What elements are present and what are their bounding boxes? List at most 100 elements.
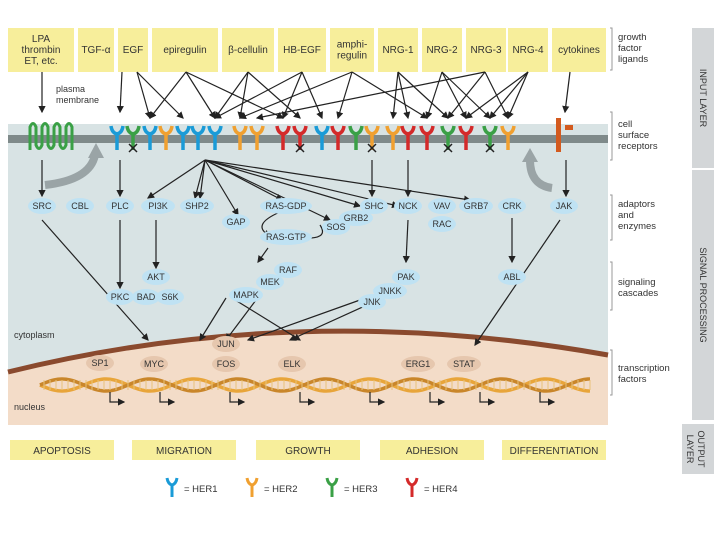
receptor-her1: [142, 125, 158, 150]
cytoplasm-label: cytoplasm: [14, 330, 55, 340]
node-pi3k: PI3K: [141, 198, 175, 214]
ligand-label: HB-EGF: [283, 45, 321, 56]
transactivation-arrow-right: [526, 159, 553, 192]
node-label: NCK: [398, 201, 417, 211]
arrow: [204, 159, 332, 221]
arrow: [246, 299, 361, 342]
node-label: JNK: [363, 297, 380, 307]
ligand-label: NRG-4: [512, 45, 544, 56]
legend-label: = HER2: [264, 484, 298, 495]
node-label: ABL: [503, 272, 520, 282]
arrow: [447, 71, 486, 119]
arrow: [214, 71, 249, 119]
signal-processing-text: SIGNAL PROCESSING: [698, 247, 708, 342]
transcription-arrow: [539, 392, 556, 406]
ligand-tgf: TGF-α: [78, 28, 114, 72]
node-pak: PAK: [392, 269, 420, 285]
node-label: AKT: [147, 272, 165, 282]
node-label: PAK: [397, 272, 414, 282]
receptor-her1: [207, 125, 223, 150]
node-jnk: JNK: [358, 294, 386, 310]
ligand-label: NRG-1: [382, 45, 414, 56]
node-grb2: GRB2: [339, 210, 373, 226]
output-migration: MIGRATION: [132, 440, 236, 460]
ligand-epiregulin: epiregulin: [152, 28, 218, 72]
transcription-arrow: [109, 392, 126, 406]
node-akt: AKT: [142, 269, 170, 285]
node-jun: JUN: [212, 336, 240, 352]
node-label: SHP2: [185, 201, 209, 211]
transactivation-arrow-left: [44, 153, 99, 189]
arrow: [397, 71, 411, 120]
node-cbl: CBL: [66, 198, 94, 214]
dna-helix: [39, 377, 591, 406]
arrow: [147, 159, 206, 199]
node-sp1: SP1: [86, 355, 114, 371]
node-elk: ELK: [278, 356, 306, 372]
arrow: [425, 71, 443, 120]
node-ras-gdp: RAS-GDP: [260, 198, 312, 214]
ligand-cytokines: cytokines: [552, 28, 606, 72]
ligand-amphi-regulin: amphi-regulin: [330, 28, 374, 72]
pathway-arrows: [38, 159, 570, 346]
nuclear-membrane: [7, 328, 609, 375]
node-shc: SHC: [360, 198, 388, 214]
node-label: RAC: [432, 219, 452, 229]
receptor-row: [109, 125, 516, 153]
transcription-arrow: [369, 392, 386, 406]
input-layer-text: INPUT LAYER: [698, 69, 708, 128]
signal-processing-tab: [692, 170, 714, 420]
transcription-arrow: [229, 392, 246, 406]
node-label: CBL: [71, 201, 89, 211]
output-adhesion: ADHESION: [380, 440, 484, 460]
node-bad: BAD: [132, 289, 160, 305]
output-label: DIFFERENTIATION: [510, 446, 599, 457]
legend-her1: = HER1: [165, 477, 218, 497]
arrow: [136, 71, 184, 119]
node-label: JUN: [217, 339, 235, 349]
node-label: RAF: [279, 265, 298, 275]
node-ras-gtp: RAS-GTP: [260, 229, 312, 245]
node-label: VAV: [434, 201, 451, 211]
receptor-her4: [275, 125, 291, 150]
arrow: [197, 159, 206, 200]
output-label: APOPTOSIS: [33, 446, 91, 457]
arrow: [489, 71, 529, 119]
node-src: SRC: [28, 198, 56, 214]
node-myc: MYC: [140, 356, 168, 372]
nucleus-region: [8, 331, 608, 425]
node-jnkk: JNKK: [373, 283, 407, 299]
node-label: STAT: [453, 359, 475, 369]
nucleus-label: nucleus: [14, 402, 46, 412]
ligand-cellulin: β-cellulin: [222, 28, 274, 72]
node-plc: PLC: [106, 198, 134, 214]
node-grb7: GRB7: [459, 198, 493, 214]
legend-label: = HER1: [184, 484, 218, 495]
ligand-nrg-4: NRG-4: [508, 28, 548, 72]
node-stat: STAT: [447, 356, 481, 372]
arrow: [351, 71, 429, 119]
node-abl: ABL: [498, 269, 526, 285]
node-s6k: S6K: [156, 289, 184, 305]
kinase-dead-mark: [443, 143, 453, 153]
ligand-nrg-2: NRG-2: [422, 28, 462, 72]
node-label: PLC: [111, 201, 129, 211]
legend-her3: = HER3: [325, 477, 378, 497]
node-label: RAS-GTP: [266, 232, 306, 242]
node-label: GRB2: [344, 213, 369, 223]
node-label: ELK: [283, 359, 300, 369]
cytokine-arrow: [562, 71, 571, 114]
node-label: JNKK: [378, 286, 401, 296]
arrow: [199, 297, 227, 342]
legend-label: = HER4: [424, 484, 458, 495]
arrow: [149, 71, 187, 119]
plasma-membrane: [8, 135, 608, 143]
node-label: MAPK: [233, 290, 259, 300]
arrow: [336, 71, 353, 120]
